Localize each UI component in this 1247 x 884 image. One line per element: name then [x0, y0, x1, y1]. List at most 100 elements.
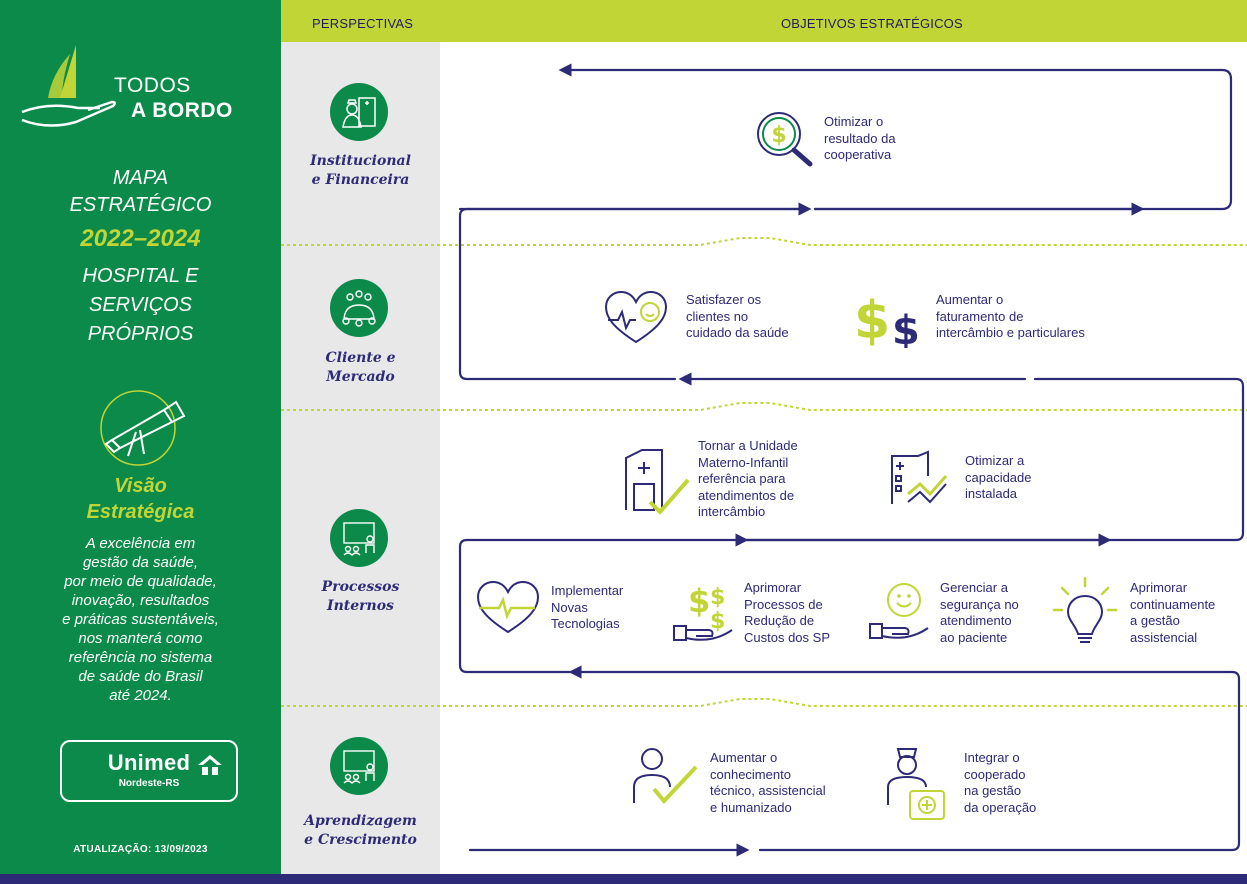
flow-arrow	[740, 377, 1245, 542]
objective-tecnologias: Implementar Novas Tecnologias	[551, 583, 623, 633]
presentation-icon	[343, 522, 375, 556]
todos-a-bordo-logo-icon	[21, 45, 116, 127]
perspective-label-4b: e Crescimento	[304, 832, 417, 848]
lightbulb-icon	[1052, 576, 1118, 643]
flow-arrow	[458, 538, 574, 674]
objective-satisfazer: Satisfazer os clientes no cuidado da saú…	[686, 292, 789, 342]
hospital-growth-icon	[891, 450, 948, 504]
objective-line: Otimizar a	[965, 453, 1025, 468]
objective-line: capacidade	[965, 469, 1032, 485]
separator-line	[281, 237, 1247, 246]
perspective-label-4: Aprendizagem	[304, 813, 417, 829]
perspective-label-3: Processos	[321, 579, 400, 595]
perspective-label-1: Institucional	[310, 153, 411, 169]
hand-smile-icon	[869, 583, 929, 639]
flow-arrow	[558, 63, 1233, 211]
objective-conhecimento: Aumentar o conhecimento técnico, assiste…	[710, 750, 826, 816]
hospital-check-icon	[625, 449, 690, 515]
hospital-line-3: PRÓPRIOS	[87, 323, 194, 345]
years-label: 2022–2024	[80, 225, 201, 252]
visao-line: por meio de qualidade,	[64, 573, 217, 590]
visao-line: de saúde do Brasil	[78, 668, 203, 685]
visao-line: nos manterá como	[78, 630, 203, 647]
footer-bar	[0, 874, 1247, 884]
brand-line1: TODOS	[114, 74, 191, 97]
objective-line: clientes no	[686, 308, 749, 324]
objective-line: Novas	[551, 599, 588, 615]
search-money-icon: $	[757, 112, 813, 167]
objective-line: continuamente	[1130, 596, 1216, 612]
objective-cooperado: Integrar o cooperado na gestão da operaç…	[964, 750, 1036, 816]
objective-line: atendimento	[940, 613, 1012, 628]
perspective-label-2b: Mercado	[326, 369, 395, 385]
objective-line: referência para	[698, 471, 786, 486]
building-person-icon	[342, 97, 376, 128]
teaching-icon	[343, 750, 375, 784]
objective-line: e humanizado	[710, 799, 792, 815]
unimed-name: Unimed	[107, 750, 191, 775]
heart-smile-icon	[604, 290, 668, 344]
doctor-kit-icon	[887, 748, 945, 820]
objective-line: Tornar a Unidade	[698, 438, 798, 453]
objective-line: Gerenciar a	[940, 580, 1008, 595]
objective-line: cooperativa	[824, 147, 892, 162]
svg-text:$: $	[892, 308, 920, 348]
header-perspectivas: PERSPECTIVAS	[312, 16, 414, 31]
objective-gestao-assistencial: Aprimorar continuamente a gestão assiste…	[1130, 580, 1215, 646]
objective-line: intercâmbio	[698, 504, 766, 519]
objective-line: Tecnologias	[551, 616, 620, 631]
objective-line: cuidado da saúde	[686, 325, 789, 340]
objective-faturamento: Aumentar o faturamento de intercâmbio e …	[936, 292, 1085, 342]
objective-line: Otimizar o	[824, 114, 884, 129]
unimed-symbol-icon	[198, 755, 222, 775]
visao-title-2: Estratégica	[86, 501, 195, 523]
objective-line: intercâmbio e particulares	[936, 325, 1085, 340]
svg-text:$: $	[710, 609, 725, 634]
perspective-icon-institucional	[330, 83, 388, 141]
objective-line: Materno-Infantil	[698, 454, 789, 470]
objective-line: atendimentos de	[698, 487, 795, 503]
unimed-logo: Unimed Nordeste-RS	[60, 740, 238, 802]
hand-money-icon: $ $ $	[673, 582, 733, 641]
objective-line: faturamento de	[936, 308, 1024, 324]
objective-line: na gestão	[964, 783, 1022, 798]
perspective-icon-processos	[330, 509, 388, 567]
objective-line: Aumentar o	[936, 292, 1004, 307]
hospital-line-2: SERVIÇOS	[89, 294, 192, 316]
objective-seguranca: Gerenciar a segurança no atendimento ao …	[940, 580, 1019, 646]
objective-line: Aprimorar	[1130, 580, 1188, 595]
heart-pulse-icon	[476, 580, 540, 634]
objective-line: Processos de	[744, 596, 823, 612]
objective-line: Aumentar o	[710, 750, 778, 765]
svg-text:$: $	[688, 582, 710, 620]
telescope-icon	[100, 390, 186, 466]
objective-line: Aprimorar	[744, 580, 802, 595]
visao-line: referência no sistema	[68, 649, 213, 666]
objective-line: Redução de	[744, 613, 815, 628]
objective-line: conhecimento	[710, 766, 791, 782]
perspective-label-3b: Internos	[327, 598, 394, 614]
header-objetivos: OBJETIVOS ESTRATÉGICOS	[781, 16, 963, 31]
objective-line: Implementar	[551, 583, 624, 598]
objective-line: da operação	[964, 799, 1037, 815]
visao-line: até 2024.	[109, 687, 172, 704]
separator-line	[281, 698, 1247, 707]
svg-text:$: $	[710, 585, 725, 610]
svg-text:$: $	[771, 123, 786, 148]
separator-line	[281, 402, 1247, 411]
header-bar	[281, 0, 1247, 42]
meeting-icon	[342, 290, 376, 327]
unimed-sub: Nordeste-RS	[118, 778, 180, 789]
objective-line: técnico, assistencial	[710, 783, 826, 798]
person-check-icon	[633, 748, 698, 805]
objective-line: ao paciente	[940, 629, 1008, 645]
estrategico-label: ESTRATÉGICO	[69, 194, 212, 216]
objective-line: instalada	[965, 486, 1018, 501]
svg-text:$: $	[854, 291, 890, 348]
visao-line: e práticas sustentáveis,	[62, 611, 219, 628]
perspective-icon-cliente	[330, 279, 388, 337]
objective-line: Satisfazer os	[686, 292, 762, 307]
mapa-label: MAPA	[112, 167, 169, 189]
objective-otimizar-resultado: Otimizar o resultado da cooperativa	[824, 114, 896, 164]
objective-line: a gestão	[1130, 613, 1180, 628]
